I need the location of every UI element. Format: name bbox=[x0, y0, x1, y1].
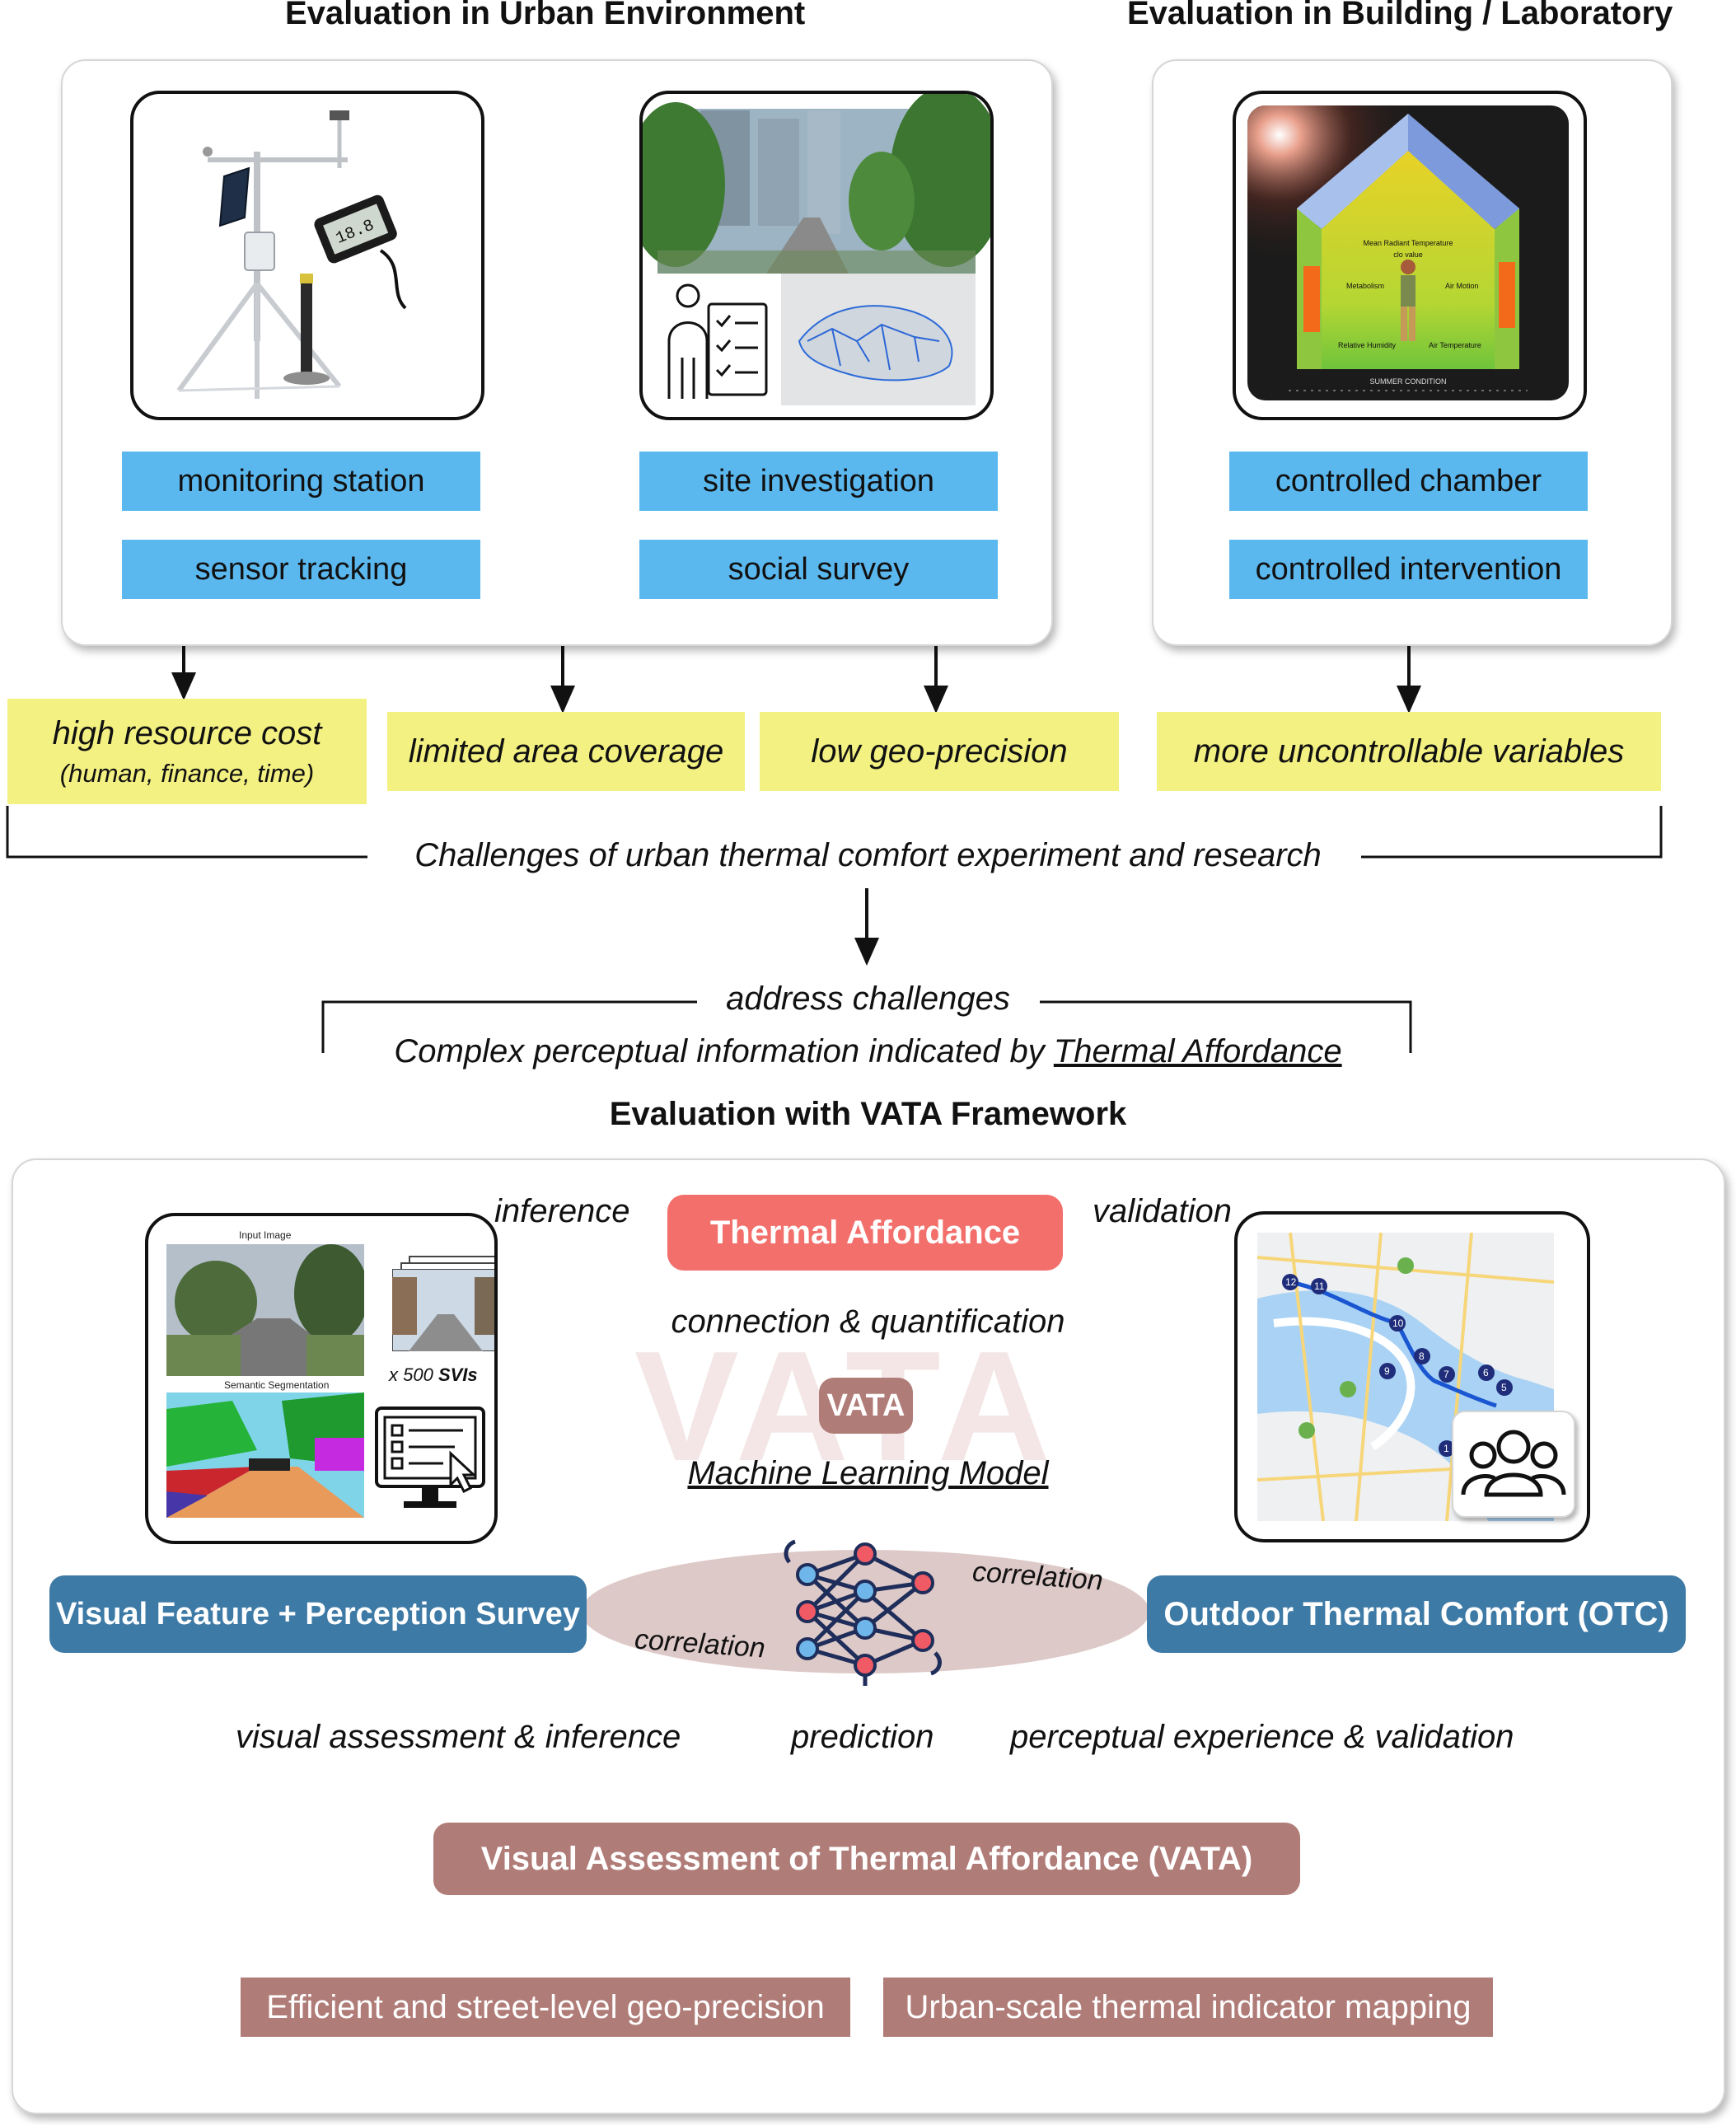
correlation-ellipse bbox=[581, 1550, 1149, 1673]
group-icon bbox=[1461, 1430, 1566, 1497]
validation-label: validation bbox=[1093, 1193, 1233, 1229]
challenge-high-resource-cost: high resource cost (human, finance, time… bbox=[7, 699, 367, 804]
svg-text:1: 1 bbox=[1444, 1443, 1449, 1454]
visual-assessment-label: visual assessment & inference bbox=[236, 1719, 681, 1755]
prediction-label: prediction bbox=[791, 1719, 934, 1755]
ml-model-text: Machine Learning Model bbox=[687, 1455, 1049, 1491]
svg-text:6: 6 bbox=[1483, 1367, 1489, 1378]
neural-network-icon bbox=[784, 1539, 942, 1686]
sensor-tracking-box: sensor tracking bbox=[122, 540, 480, 599]
otc-node: Outdoor Thermal Comfort (OTC) bbox=[1147, 1575, 1686, 1653]
svi-count-term: SVIs bbox=[438, 1364, 478, 1385]
chamber-label-clo: clo value bbox=[1393, 250, 1423, 259]
header-urban: Evaluation in Urban Environment bbox=[285, 0, 806, 31]
monitoring-station-box: monitoring station bbox=[122, 452, 480, 511]
group-icon-card bbox=[1452, 1411, 1575, 1518]
challenge-high-resource-cost-sub: (human, finance, time) bbox=[59, 758, 315, 788]
perceptual-experience-label: perceptual experience & validation bbox=[1010, 1719, 1514, 1755]
output-geo-precision: Efficient and street-level geo-precision bbox=[241, 1978, 850, 2037]
online-survey-icon bbox=[375, 1407, 485, 1508]
chamber-label-air-temp: Air Temperature bbox=[1429, 341, 1481, 349]
street-photo-and-map-illustration bbox=[643, 94, 990, 405]
connection-quantification-label: connection & quantification bbox=[671, 1304, 1065, 1340]
challenge-limited-area-coverage: limited area coverage bbox=[387, 712, 745, 791]
thermal-affordance-statement: Complex perceptual information indicated… bbox=[0, 1033, 1736, 1070]
vata-node: VATA bbox=[819, 1378, 913, 1434]
monitoring-station-image: 18.8 bbox=[130, 91, 484, 420]
chamber-illustration: Mean Radiant Temperature clo value Metab… bbox=[1247, 105, 1569, 400]
input-street-image bbox=[166, 1244, 364, 1376]
challenge-uncontrollable-label: more uncontrollable variables bbox=[1193, 733, 1625, 770]
weather-station-illustration: 18.8 bbox=[176, 110, 407, 399]
site-investigation-image bbox=[639, 91, 994, 420]
chamber-label-mrt: Mean Radiant Temperature bbox=[1364, 239, 1453, 247]
svg-text:10: 10 bbox=[1392, 1318, 1404, 1329]
svg-text:7: 7 bbox=[1444, 1369, 1449, 1380]
svi-stack-front bbox=[392, 1269, 494, 1351]
chamber-label-metabolism: Metabolism bbox=[1346, 282, 1384, 290]
svg-text:11: 11 bbox=[1314, 1280, 1325, 1292]
header-building: Evaluation in Building / Laboratory bbox=[1127, 0, 1673, 31]
chamber-label-air-motion: Air Motion bbox=[1445, 282, 1479, 290]
controlled-chamber-image: Mean Radiant Temperature clo value Metab… bbox=[1233, 91, 1587, 420]
challenge-high-resource-cost-label: high resource cost bbox=[52, 714, 322, 751]
header-vata-framework: Evaluation with VATA Framework bbox=[609, 1096, 1127, 1132]
challenge-limited-area-label: limited area coverage bbox=[408, 733, 724, 770]
route-map-panel: 12 11 10 8 9 7 6 5 1 bbox=[1234, 1211, 1590, 1542]
thermal-affordance-node: Thermal Affordance bbox=[667, 1195, 1063, 1271]
segmentation-image bbox=[166, 1392, 364, 1518]
social-survey-box: social survey bbox=[639, 540, 998, 599]
semantic-segmentation-caption: Semantic Segmentation bbox=[224, 1379, 330, 1391]
ml-model-label: Machine Learning Model bbox=[0, 1455, 1736, 1492]
svi-count-label: x 500 SVIs bbox=[389, 1364, 478, 1386]
inference-label: inference bbox=[494, 1193, 630, 1229]
address-challenges-label: address challenges bbox=[726, 981, 1010, 1017]
visual-feature-node: Visual Feature + Perception Survey bbox=[49, 1575, 587, 1653]
challenge-low-geo-precision-label: low geo-precision bbox=[811, 733, 1068, 770]
challenge-low-geo-precision: low geo-precision bbox=[760, 712, 1119, 791]
chamber-label-humidity: Relative Humidity bbox=[1338, 341, 1397, 349]
chamber-label-summer: SUMMER CONDITION bbox=[1370, 377, 1447, 386]
statement-prefix: Complex perceptual information indicated… bbox=[394, 1033, 1054, 1070]
svi-count-prefix: x 500 bbox=[389, 1364, 438, 1385]
chamber-background: Mean Radiant Temperature clo value Metab… bbox=[1247, 105, 1569, 400]
controlled-chamber-box: controlled chamber bbox=[1229, 452, 1588, 511]
input-image-caption: Input Image bbox=[239, 1229, 292, 1241]
statement-term: Thermal Affordance bbox=[1053, 1033, 1342, 1070]
svg-text:8: 8 bbox=[1419, 1350, 1425, 1362]
site-investigation-box: site investigation bbox=[639, 452, 998, 511]
svg-text:12: 12 bbox=[1285, 1276, 1297, 1288]
controlled-intervention-box: controlled intervention bbox=[1229, 540, 1588, 599]
svg-text:5: 5 bbox=[1501, 1382, 1507, 1393]
challenge-uncontrollable: more uncontrollable variables bbox=[1157, 712, 1661, 791]
challenges-summary: Challenges of urban thermal comfort expe… bbox=[414, 837, 1322, 873]
vata-full-node: Visual Assessment of Thermal Affordance … bbox=[433, 1823, 1300, 1895]
svg-text:9: 9 bbox=[1384, 1365, 1390, 1377]
svi-input-panel: Input Image Semantic Segmentation x 500 … bbox=[145, 1213, 498, 1544]
output-thermal-mapping: Urban-scale thermal indicator mapping bbox=[883, 1978, 1493, 2037]
